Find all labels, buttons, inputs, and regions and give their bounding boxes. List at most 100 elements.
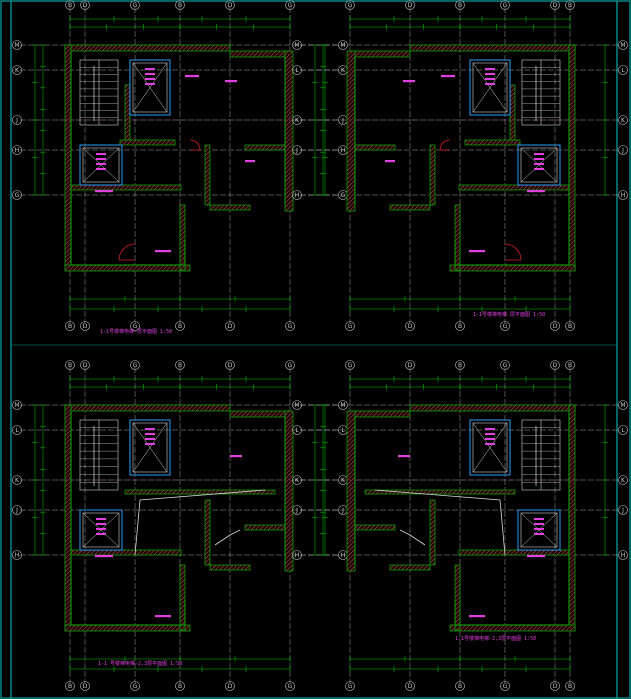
axis-bubble-bottom-circle	[500, 681, 510, 691]
elevator-0-spec-text	[485, 438, 495, 440]
axis-bubble-bottom-circle	[65, 681, 75, 691]
axis-bubble-top-circle	[130, 360, 140, 370]
axis-bubble-bottom-circle	[130, 681, 140, 691]
axis-bubble-top-label: D	[553, 2, 558, 9]
axis-bubble-bottom-circle	[405, 681, 415, 691]
wall-segment	[364, 489, 516, 495]
wall-segment	[209, 204, 251, 211]
axis-bubble-top-label: B	[458, 2, 462, 9]
axis-bubble-top-circle	[565, 360, 575, 370]
room-annotation	[155, 250, 171, 253]
axis-bubble-left-label: H	[295, 192, 300, 199]
axis-bubble-top-label: D	[553, 362, 558, 369]
axis-bubble-bottom-circle	[285, 321, 295, 331]
wall-segment	[458, 184, 570, 191]
axis-bubble-bottom-circle	[80, 321, 90, 331]
axis-bubble-top-circle	[500, 360, 510, 370]
axis-bubble-top-circle	[65, 360, 75, 370]
elevator-0-diag-b	[472, 62, 508, 113]
elevator-1-spec-text	[534, 153, 544, 155]
wall-segment	[449, 624, 576, 632]
axis-bubble-bottom-label: B	[568, 683, 572, 690]
axis-bubble-right-label: M	[340, 42, 345, 49]
elevator-1-car	[520, 512, 558, 548]
wall-segment	[458, 549, 570, 556]
wall-segment	[346, 50, 356, 212]
wall-segment	[119, 139, 176, 146]
door-swing-1	[189, 139, 201, 151]
elevator-0-spec-text	[485, 68, 495, 70]
axis-bubble-left-circle	[292, 65, 302, 75]
wall-segment	[179, 204, 186, 271]
axis-bubble-left-circle	[12, 505, 22, 515]
wall-segment	[354, 524, 396, 531]
axis-bubble-right-label: H	[341, 552, 346, 559]
axis-bubble-bottom-circle	[345, 321, 355, 331]
axis-bubble-right-label: M	[340, 402, 345, 409]
elevator-0-diag-b	[132, 422, 168, 473]
axis-bubble-right-circle	[618, 475, 628, 485]
axis-bubble-bottom-circle	[500, 321, 510, 331]
wall-segment	[568, 404, 576, 631]
axis-bubble-top-label: G	[133, 362, 138, 369]
axis-bubble-bottom-label: G	[503, 323, 508, 330]
axis-bubble-left-label: L	[15, 427, 19, 434]
axis-bubble-bottom-circle	[175, 321, 185, 331]
axis-bubble-left-circle	[12, 550, 22, 560]
axis-bubble-right-circle	[338, 400, 348, 410]
room-annotation	[441, 75, 455, 78]
axis-bubble-right-circle	[618, 65, 628, 75]
room-annotation	[403, 80, 415, 83]
axis-bubble-right-label: L	[341, 427, 345, 434]
wall-segment	[64, 44, 72, 271]
axis-bubble-right-circle	[618, 190, 628, 200]
axis-bubble-bottom-label: B	[458, 323, 462, 330]
wall-segment	[389, 564, 431, 571]
axis-bubble-left-circle	[12, 475, 22, 485]
axis-bubble-left-label: H	[295, 552, 300, 559]
elevator-0-spec-text	[485, 73, 495, 75]
wall-segment	[204, 499, 211, 566]
elevator-0-spec-text	[145, 428, 155, 430]
elevator-0-shaft	[129, 59, 171, 116]
axis-bubble-left-label: M	[294, 402, 299, 409]
axis-bubble-bottom-label: G	[348, 323, 353, 330]
axis-bubble-bottom-circle	[550, 681, 560, 691]
wall-segment	[64, 404, 72, 631]
axis-bubble-bottom-label: G	[348, 683, 353, 690]
wall-segment	[349, 410, 411, 418]
axis-bubble-bottom-label: B	[178, 683, 182, 690]
axis-bubble-bottom-label: D	[408, 683, 413, 690]
elevator-1-spec-text	[534, 163, 544, 165]
elevator-0-diag-b	[472, 422, 508, 473]
elevator-0-spec-text	[145, 68, 155, 70]
wall-segment	[179, 564, 186, 631]
wall-segment	[454, 564, 461, 631]
axis-bubble-bottom-label: G	[503, 683, 508, 690]
axis-bubble-right-label: J	[621, 507, 624, 514]
axis-bubble-top-label: B	[68, 362, 72, 369]
elevator-1-car	[82, 147, 120, 183]
axis-bubble-bottom-label: D	[83, 323, 88, 330]
axis-bubble-right-label: L	[621, 67, 625, 74]
axis-bubble-top-circle	[455, 0, 465, 10]
wall-segment	[204, 144, 211, 206]
elevator-1-spec-text	[96, 518, 106, 520]
wall-segment	[349, 50, 411, 58]
axis-bubble-right-circle	[618, 145, 628, 155]
axis-bubble-left-circle	[292, 190, 302, 200]
wall-segment	[454, 204, 461, 271]
axis-bubble-top-circle	[285, 0, 295, 10]
axis-bubble-right-label: J	[621, 147, 624, 154]
elevator-0-diag-b	[132, 62, 168, 113]
axis-bubble-right-label: H	[621, 552, 626, 559]
axis-bubble-bottom-circle	[80, 681, 90, 691]
elevator-0-spec-text	[485, 443, 495, 445]
elevator-0-car	[132, 62, 168, 113]
axis-bubble-left-circle	[292, 115, 302, 125]
axis-bubble-top-label: D	[408, 362, 413, 369]
elevator-1-spec-text	[96, 168, 106, 170]
